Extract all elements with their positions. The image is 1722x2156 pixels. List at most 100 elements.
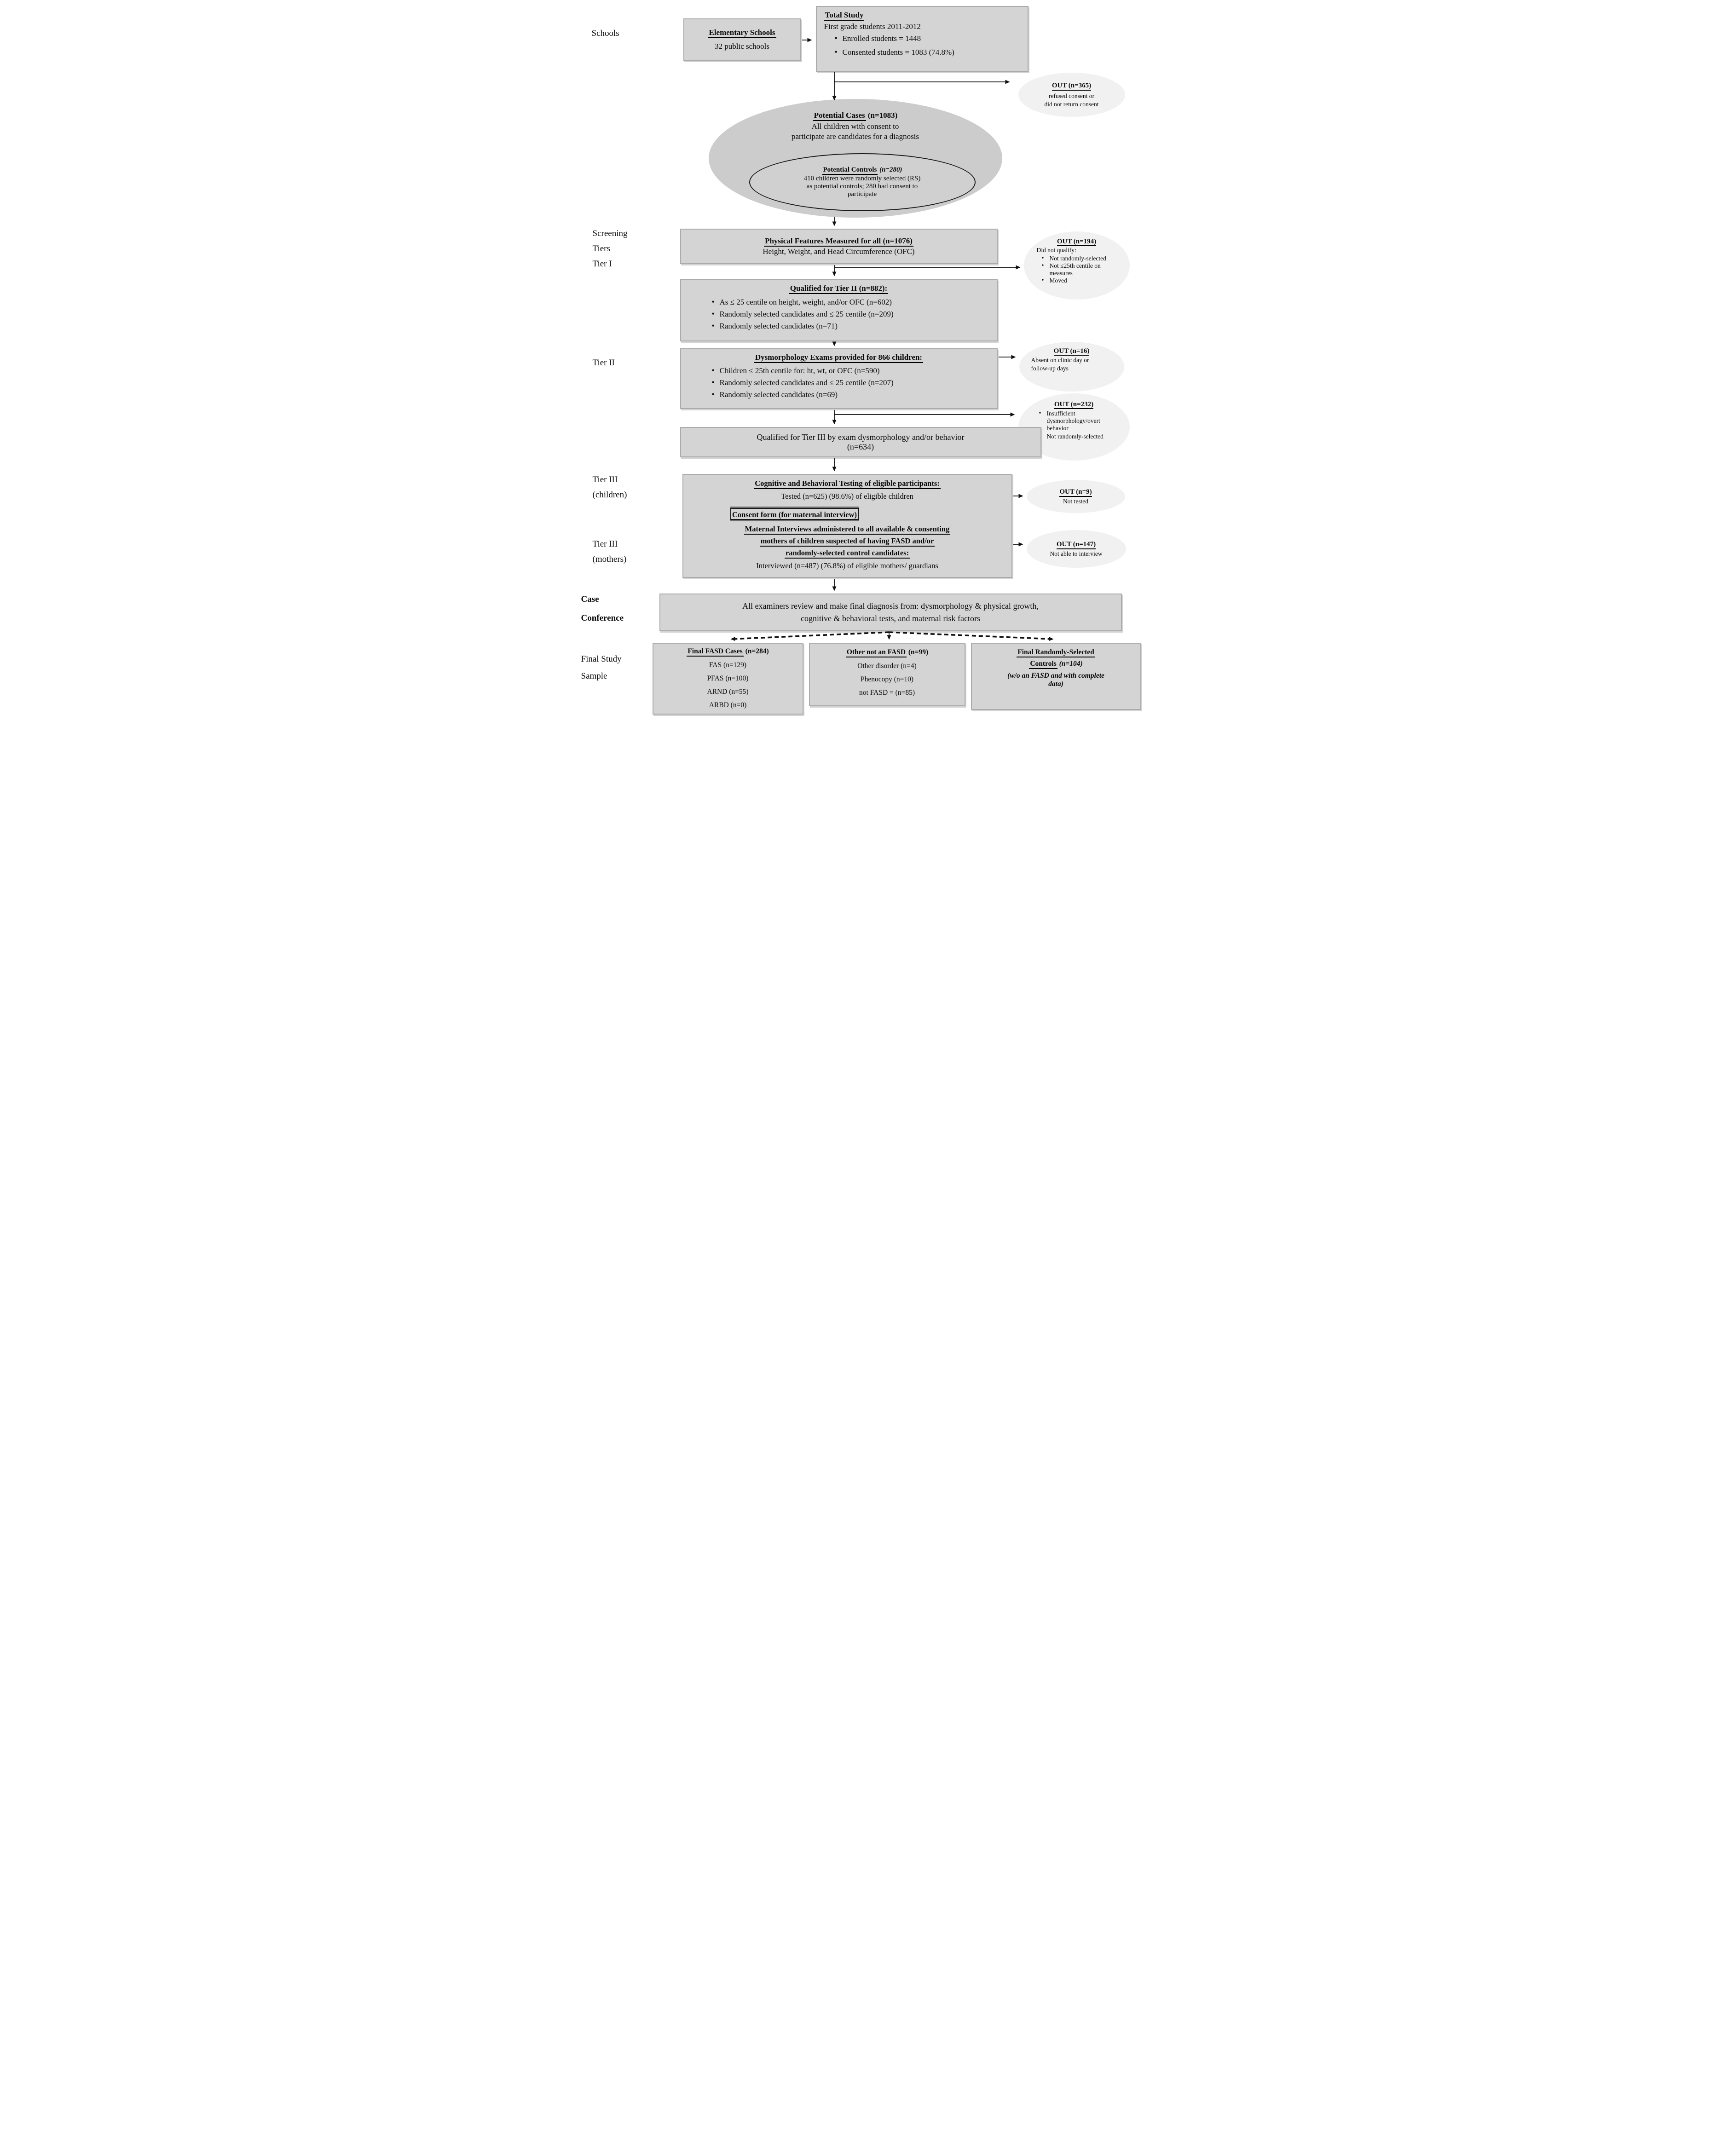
node-title: Potential Controls bbox=[822, 166, 878, 175]
node-text-line: (n=634) bbox=[847, 442, 874, 451]
bullet-item: Moved bbox=[1040, 277, 1123, 284]
bullet-item: Consented students = 1083 (74.8%) bbox=[832, 47, 1023, 57]
node-text-line: participate bbox=[847, 190, 877, 198]
out-text-line: Not able to interview bbox=[1050, 550, 1103, 557]
node-subtitle: Height, Weight, and Head Circumference (… bbox=[763, 247, 915, 256]
stage-label-case-conference: Case Conference bbox=[581, 594, 624, 624]
node-text-line: All children with consent to bbox=[811, 121, 899, 131]
bullet-item: Enrolled students = 1448 bbox=[832, 34, 1023, 43]
node-title: Total Study bbox=[824, 11, 865, 21]
bullet-item: Randomly selected candidates and ≤ 25 ce… bbox=[710, 378, 997, 387]
stage-label-line: Final Study bbox=[581, 654, 622, 664]
stage-label-tier3-mothers: Tier III (mothers) bbox=[593, 539, 627, 565]
stage-label-line: Tier I bbox=[592, 259, 612, 269]
out-text-line: refused consent or bbox=[1049, 92, 1094, 99]
node-text-line: cognitive & behavioral tests, and matern… bbox=[801, 614, 980, 623]
stage-label-line: Tiers bbox=[592, 243, 610, 254]
out-ellipse-did-not-qualify: OUT (n=194) Did not qualify: Not randoml… bbox=[1023, 231, 1130, 300]
node-text-line: 410 children were randomly selected (RS) bbox=[803, 175, 921, 183]
node-text-line: Interviewed (n=487) (76.8%) of eligible … bbox=[756, 561, 938, 570]
node-title: Controls bbox=[1029, 660, 1057, 669]
bullet-item: Randomly selected candidates and ≤ 25 ce… bbox=[710, 309, 997, 319]
node-text-line: FAS (n=129) bbox=[709, 661, 747, 669]
node-text-line: PFAS (n=100) bbox=[707, 674, 749, 682]
node-title: Final FASD Cases bbox=[687, 647, 744, 657]
node-title: Qualified for Tier II (n=882): bbox=[789, 284, 889, 294]
out-ellipse-not-tested: OUT (n=9) Not tested bbox=[1026, 480, 1125, 513]
node-other-not-fasd: Other not an FASD (n=99) Other disorder … bbox=[809, 643, 965, 706]
node-title: Physical Features Measured for all (n=10… bbox=[764, 236, 913, 247]
node-title: Elementary Schools bbox=[708, 28, 776, 38]
node-title: Cognitive and Behavioral Testing of elig… bbox=[754, 479, 941, 489]
node-text-line: data) bbox=[1048, 680, 1063, 688]
node-subtitle: randomly-selected control candidates: bbox=[784, 548, 910, 559]
node-text-line: not FASD = (n=85) bbox=[859, 688, 915, 697]
stage-label-line: Tier III bbox=[592, 539, 618, 549]
stage-label-line: Conference bbox=[581, 613, 624, 623]
node-text-line: ARBD (n=0) bbox=[709, 701, 747, 709]
node-subtitle: mothers of children suspected of having … bbox=[759, 536, 935, 547]
out-title: OUT (n=16) bbox=[1053, 347, 1090, 356]
node-title: Final Randomly-Selected bbox=[1017, 648, 1095, 657]
node-title: Other not an FASD bbox=[845, 648, 907, 657]
out-text-line: Not tested bbox=[1063, 497, 1089, 505]
node-case-conference: All examiners review and make final diag… bbox=[659, 594, 1122, 631]
bullet-item: Not randomly-selected bbox=[1037, 432, 1125, 440]
out-ellipse-refused-consent: OUT (n=365) refused consent or did not r… bbox=[1018, 73, 1125, 117]
bullet-item: Not randomly-selected bbox=[1040, 254, 1123, 262]
node-final-controls: Final Randomly-Selected Controls (n=104)… bbox=[971, 643, 1141, 710]
out-title: OUT (n=194) bbox=[1057, 238, 1097, 246]
node-title-n: (n=99) bbox=[908, 648, 929, 656]
node-subtitle: Maternal Interviews administered to all … bbox=[744, 525, 951, 535]
stage-label-line: Screening bbox=[592, 229, 628, 238]
stage-label-line: Sample bbox=[581, 671, 607, 681]
ellipse-potential-controls: Potential Controls (n=280) 410 children … bbox=[749, 153, 976, 211]
node-text-line: First grade students 2011-2012 bbox=[824, 22, 921, 31]
node-tier3-testing-interviews: Cognitive and Behavioral Testing of elig… bbox=[682, 474, 1012, 578]
out-text-line: Did not qualify: bbox=[1036, 247, 1076, 254]
out-text-line: Absent on clinic day or bbox=[1031, 357, 1089, 363]
node-dysmorphology-exams: Dysmorphology Exams provided for 866 chi… bbox=[680, 348, 998, 409]
node-final-fasd-cases: Final FASD Cases (n=284) FAS (n=129) PFA… bbox=[652, 643, 803, 715]
bullet-item: Randomly selected candidates (n=71) bbox=[710, 321, 997, 331]
flowchart-canvas: Schools Screening Tiers Tier I Tier II T… bbox=[574, 0, 1148, 719]
out-ellipse-absent-clinic: OUT (n=16) Absent on clinic day or follo… bbox=[1019, 342, 1124, 392]
node-title-n: (n=284) bbox=[745, 647, 769, 655]
node-title-n: (n=1083) bbox=[867, 111, 898, 120]
node-physical-features: Physical Features Measured for all (n=10… bbox=[680, 229, 998, 264]
node-qualified-tier3: Qualified for Tier III by exam dysmorpho… bbox=[680, 427, 1041, 457]
stage-label-schools: Schools bbox=[592, 29, 619, 39]
stage-label-tier3-children: Tier III (children) bbox=[593, 475, 627, 501]
bullet-item: Randomly selected candidates (n=69) bbox=[710, 390, 997, 399]
node-text-line: All examiners review and make final diag… bbox=[742, 601, 1039, 611]
out-text-line: follow-up days bbox=[1031, 365, 1069, 372]
stage-label-line: Case bbox=[581, 594, 599, 604]
node-text-line: participate are candidates for a diagnos… bbox=[791, 132, 919, 141]
node-text-line: Tested (n=625) (98.6%) of eligible child… bbox=[781, 492, 913, 501]
node-title: Dysmorphology Exams provided for 866 chi… bbox=[754, 353, 924, 363]
bullet-item: Children ≤ 25th centile for: ht, wt, or … bbox=[710, 366, 997, 375]
node-qualified-tier2: Qualified for Tier II (n=882): As ≤ 25 c… bbox=[680, 279, 998, 341]
out-ellipse-insufficient-dysmorphology: OUT (n=232) Insufficient dysmorphology/o… bbox=[1018, 393, 1130, 461]
node-elementary-schools: Elementary Schools 32 public schools bbox=[683, 18, 801, 61]
out-title: OUT (n=232) bbox=[1054, 401, 1094, 409]
node-title-n: (n=104) bbox=[1059, 659, 1083, 668]
out-ellipse-not-able-interview: OUT (n=147) Not able to interview bbox=[1026, 530, 1126, 568]
node-title-n: (n=280) bbox=[879, 166, 902, 173]
stage-label-line: Schools bbox=[591, 29, 619, 38]
stage-label-final-sample: Final Study Sample bbox=[581, 654, 622, 682]
stage-label-line: (mothers) bbox=[592, 554, 627, 564]
stage-label-line: Tier III bbox=[592, 475, 618, 484]
node-total-study: Total Study First grade students 2011-20… bbox=[815, 6, 1029, 72]
bullet-item: Not ≤25th centile on measures bbox=[1040, 262, 1114, 277]
out-title: OUT (n=147) bbox=[1056, 541, 1096, 549]
stage-label-line: Tier II bbox=[592, 358, 615, 368]
consent-form-box: Consent form (for maternal interview) bbox=[730, 508, 859, 520]
stage-label-screening-tiers: Screening Tiers Tier I bbox=[593, 229, 628, 269]
node-text-line: Other disorder (n=4) bbox=[857, 662, 917, 670]
stage-label-tier2: Tier II bbox=[593, 358, 615, 369]
out-text-line: did not return consent bbox=[1044, 100, 1099, 108]
out-title: OUT (n=9) bbox=[1059, 488, 1092, 497]
stage-label-line: (children) bbox=[592, 490, 627, 500]
bullet-item: As ≤ 25 centile on height, weight, and/o… bbox=[710, 297, 997, 307]
